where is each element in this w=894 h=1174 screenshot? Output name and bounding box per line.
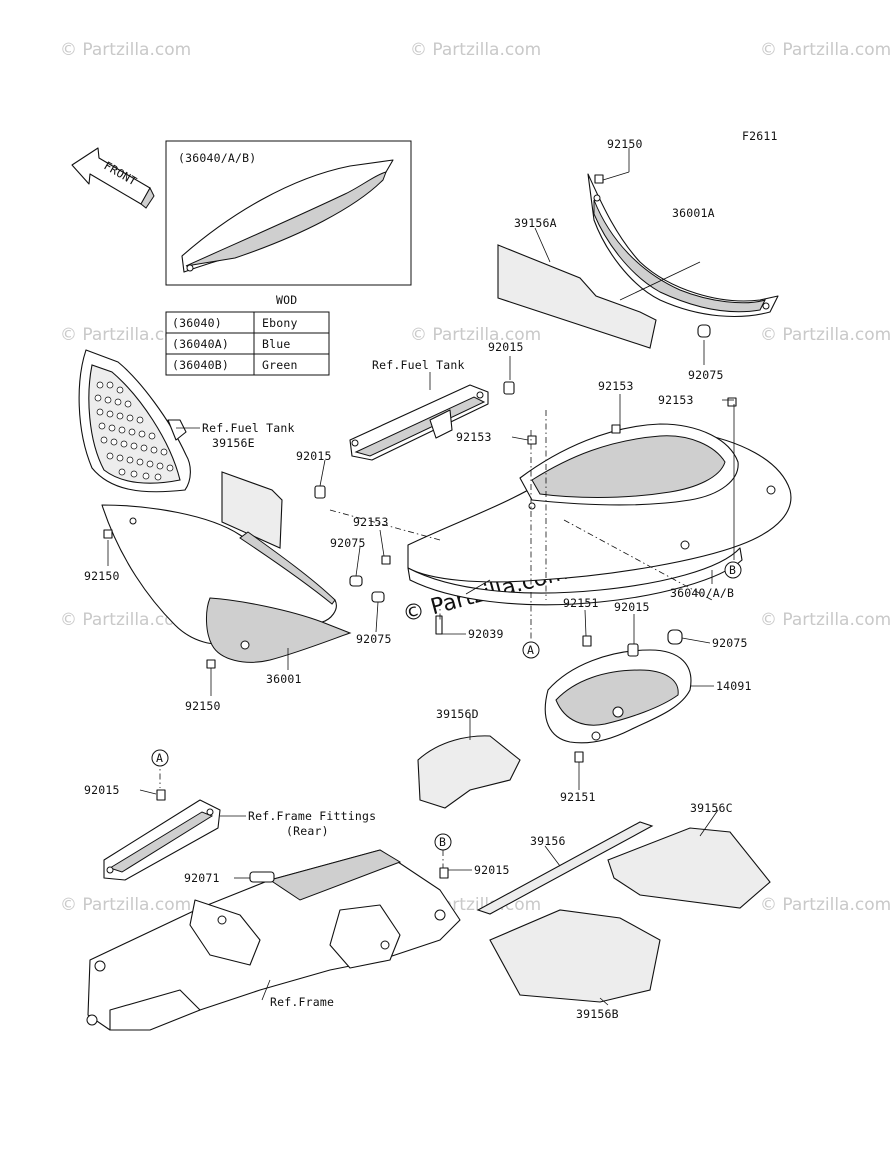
part-label: 36040/A/B	[670, 586, 734, 600]
part-label: 92151	[563, 596, 599, 610]
seat-cover-36001A	[587, 173, 779, 318]
part-label: 92151	[560, 790, 596, 804]
side-cover-36001	[101, 504, 352, 663]
pad-39156D	[417, 735, 521, 809]
part-label: 92075	[330, 536, 366, 550]
part-label: 92150	[84, 569, 120, 583]
watermark: © Partzilla.com	[60, 895, 191, 915]
table-cell: Blue	[262, 337, 291, 351]
pad-39156E	[221, 471, 283, 549]
callout-a: A	[156, 751, 163, 765]
callouts: A B A B	[151, 561, 742, 851]
part-label: 39156C	[690, 801, 733, 815]
watermark-layer: © Partzilla.com © Partzilla.com © Partzi…	[60, 40, 891, 915]
part-label: 92071	[184, 871, 220, 885]
part-label: Ref.Fuel Tank	[372, 358, 465, 372]
watermark: © Partzilla.com	[760, 325, 891, 345]
leader-lines	[107, 148, 735, 1006]
fuel-tank-bracket	[349, 384, 489, 461]
part-label: (Rear)	[286, 824, 329, 838]
assembly-lines	[159, 410, 713, 868]
watermark: © Partzilla.com	[410, 325, 541, 345]
watermark: © Partzilla.com	[60, 325, 191, 345]
part-label: 92015	[84, 783, 120, 797]
part-label: 14091	[716, 679, 752, 693]
pad-39156B	[489, 909, 661, 1003]
part-label: 39156	[530, 834, 566, 848]
callout-a: A	[527, 643, 534, 657]
inset-box: (36040/A/B)	[165, 140, 412, 286]
part-label: 92153	[353, 515, 389, 529]
part-label: 92153	[658, 393, 694, 407]
part-label: 92153	[456, 430, 492, 444]
part-label: Ref.Fuel Tank	[202, 421, 295, 435]
part-label: 39156B	[576, 1007, 619, 1021]
table-cell: Ebony	[262, 316, 298, 330]
callout-b: B	[729, 563, 736, 577]
fasteners	[103, 174, 737, 879]
part-labels: 92150 39156A 36001A 92075 92015 Ref.Fuel…	[84, 137, 752, 1021]
inset-label: (36040/A/B)	[178, 151, 256, 165]
watermark: © Partzilla.com	[760, 610, 891, 630]
watermark: © Partzilla.com	[760, 40, 891, 60]
part-label: 92150	[185, 699, 221, 713]
part-label: 92075	[356, 632, 392, 646]
table-cell: Green	[262, 358, 298, 372]
part-label: 36001A	[672, 206, 715, 220]
pad-39156	[476, 821, 654, 915]
pad-39156A	[497, 244, 657, 349]
part-label: 39156E	[212, 436, 255, 450]
callout-b: B	[439, 835, 446, 849]
part-label: 92039	[468, 627, 504, 641]
part-label: Ref.Frame Fittings	[248, 809, 376, 823]
part-label: 92015	[474, 863, 510, 877]
table-cell: (36040A)	[172, 337, 229, 351]
rear-seat-cowl	[407, 423, 792, 606]
color-table: WOD (36040) Ebony (36040A) Blue (36040B)…	[165, 293, 330, 376]
part-label: 39156D	[436, 707, 479, 721]
part-label: 92015	[296, 449, 332, 463]
table-cell: (36040B)	[172, 358, 229, 372]
front-arrow-icon: FRONT	[71, 147, 155, 209]
part-label: 92153	[598, 379, 634, 393]
part-label: Ref.Frame	[270, 995, 334, 1009]
rear-frame	[86, 849, 461, 1031]
part-label: 92150	[607, 137, 643, 151]
fuel-tank-side-panel	[78, 349, 191, 493]
table-cell: (36040)	[172, 316, 222, 330]
watermark: © Partzilla.com	[60, 40, 191, 60]
cover-14091	[544, 649, 692, 744]
part-label: 39156A	[514, 216, 557, 230]
watermark: © Partzilla.com	[760, 895, 891, 915]
figure-code: F2611	[742, 129, 778, 143]
frame-fittings-rear	[103, 799, 221, 881]
watermark: © Partzilla.com	[410, 40, 541, 60]
part-label: 92015	[614, 600, 650, 614]
color-table-header: WOD	[276, 293, 297, 307]
part-label: 92015	[488, 340, 524, 354]
part-label: 92075	[712, 636, 748, 650]
part-label: 36001	[266, 672, 302, 686]
part-label: 92075	[688, 368, 724, 382]
watermark: © Partzilla.com	[60, 610, 191, 630]
pad-39156C	[607, 827, 771, 909]
